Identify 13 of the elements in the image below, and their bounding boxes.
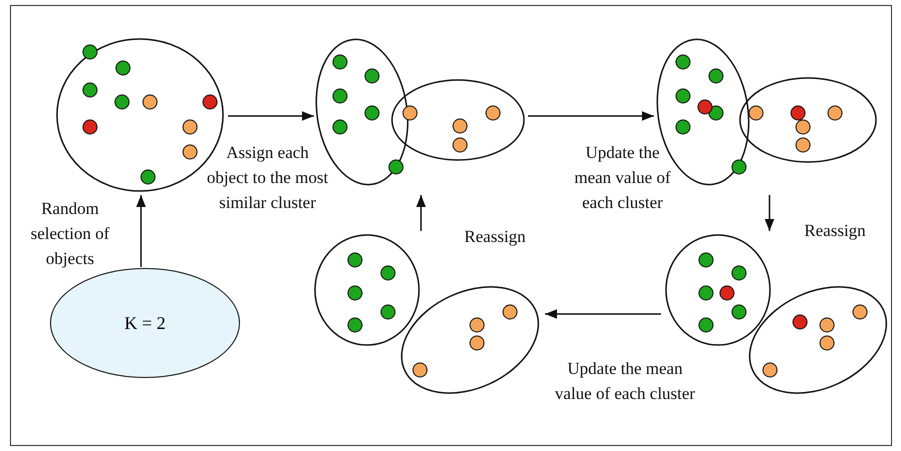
edge-label: Reassign — [463, 226, 527, 248]
ellipse-node: K = 2 — [50, 268, 240, 378]
arrow — [545, 309, 661, 319]
edge-label: Update the mean value of each cluster — [573, 142, 672, 214]
edge-label: Random selection of objects — [30, 198, 110, 270]
arrow — [764, 195, 774, 231]
arrow — [528, 111, 654, 121]
arrow — [228, 111, 314, 121]
edge-label: Assign each object to the most similar cluster — [206, 142, 330, 214]
arrow — [416, 195, 426, 231]
edge-label: Reassign — [803, 220, 867, 242]
edge-label: Update the mean value of each cluster — [554, 358, 696, 405]
arrow — [136, 195, 146, 267]
